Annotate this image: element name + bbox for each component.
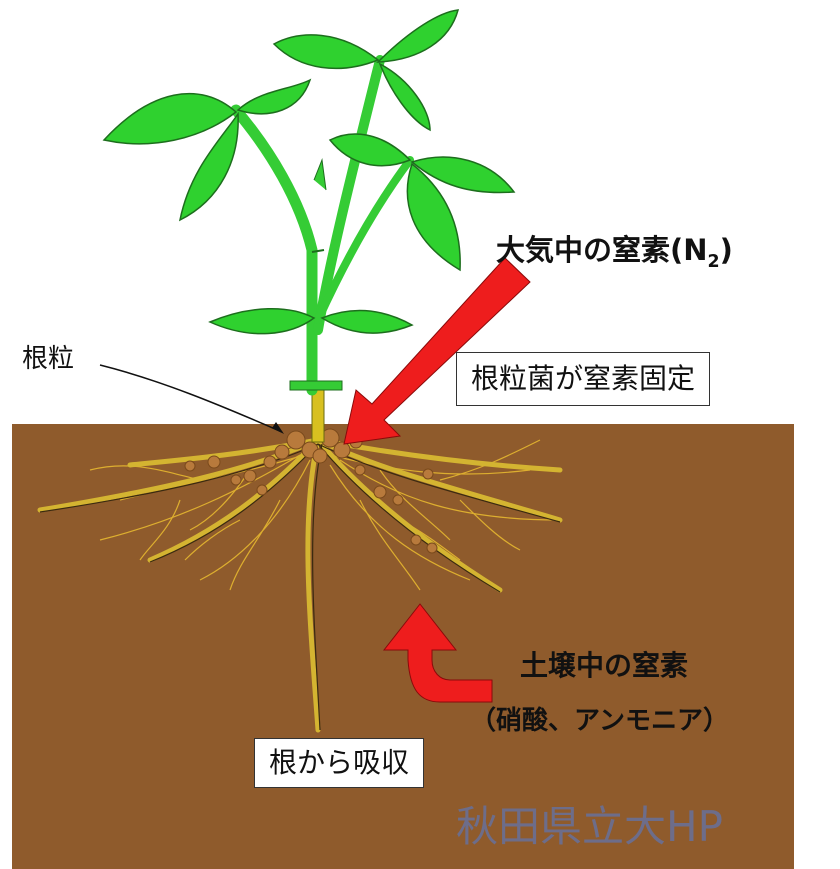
root-absorption-box: 根から吸収	[254, 738, 425, 788]
leaf-low-left	[208, 307, 316, 335]
nitrogen-fixation-box: 根粒菌が窒素固定	[456, 352, 711, 406]
soil-nitrogen-arrow	[382, 603, 493, 703]
atmospheric-nitrogen-close: )	[719, 233, 733, 267]
atmospheric-nitrogen-label: 大気中の窒素(N2)	[496, 236, 733, 271]
leaf-top-1	[272, 34, 380, 70]
leaf-top-3	[378, 62, 431, 132]
leaf-top-2	[376, 9, 460, 63]
source-credit: 秋田県立大HP	[456, 802, 723, 851]
nodule-label: 根粒	[22, 344, 75, 374]
leaf-right-3	[406, 162, 461, 272]
atmospheric-nitrogen-arrow	[343, 257, 531, 445]
leaf-low-right	[320, 309, 414, 334]
nodule-pointer	[99, 364, 284, 434]
stem	[230, 55, 414, 443]
root-hairs	[89, 439, 561, 591]
leaves	[102, 9, 516, 335]
soil-nitrogen-detail: （硝酸、アンモニア）	[470, 706, 729, 736]
leaf-right-1	[328, 133, 412, 167]
leaf-upper-left-2	[178, 111, 239, 222]
atmospheric-nitrogen-text: 大気中の窒素(N	[496, 233, 708, 267]
soil-nitrogen-label: 土壌中の窒素	[520, 649, 689, 682]
leaf-upper-left-3	[236, 78, 312, 115]
atmospheric-nitrogen-subscript: 2	[707, 251, 720, 272]
leaf-upper-left-1	[102, 92, 238, 145]
leaf-right-2	[410, 156, 516, 194]
